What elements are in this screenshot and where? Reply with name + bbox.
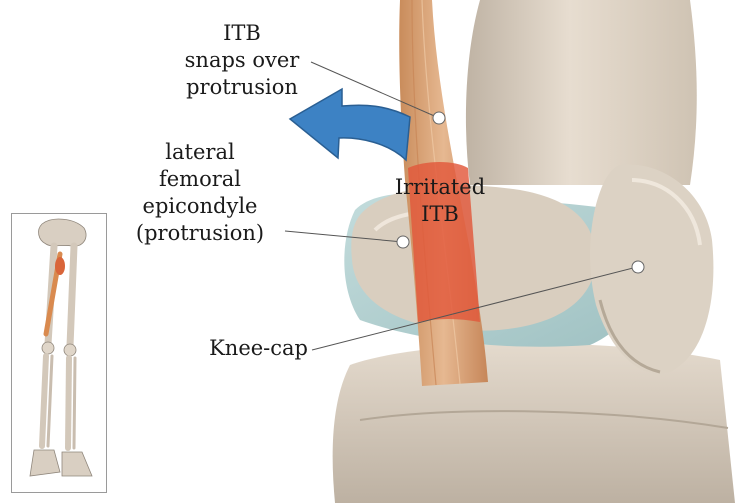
itb-label-line3: protrusion bbox=[142, 74, 342, 101]
itb-label-line1: ITB bbox=[142, 20, 342, 47]
epicondyle-label-line4: (protrusion) bbox=[100, 220, 300, 247]
kneecap-marker bbox=[632, 261, 644, 273]
leg-skeleton-thumbnail bbox=[11, 213, 107, 493]
epicondyle-label: lateral femoral epicondyle (protrusion) bbox=[100, 139, 300, 247]
femur-shaft bbox=[466, 0, 697, 185]
irritated-itb-label: Irritated ITB bbox=[375, 174, 505, 228]
patella bbox=[590, 164, 713, 373]
itb-label-line2: snaps over bbox=[142, 47, 342, 74]
epicondyle-label-line2: femoral bbox=[100, 166, 300, 193]
epicondyle-label-line3: epicondyle bbox=[100, 193, 300, 220]
epicondyle-marker bbox=[397, 236, 409, 248]
leg-skeleton-icon bbox=[12, 214, 106, 492]
kneecap-label: Knee-cap bbox=[150, 335, 308, 362]
kneecap-label-text: Knee-cap bbox=[209, 336, 308, 360]
irritated-itb-label-line1: Irritated bbox=[375, 174, 505, 201]
itb-label: ITB snaps over protrusion bbox=[142, 20, 342, 101]
itb-marker bbox=[433, 112, 445, 124]
irritated-itb-label-line2: ITB bbox=[375, 201, 505, 228]
epicondyle-label-line1: lateral bbox=[100, 139, 300, 166]
